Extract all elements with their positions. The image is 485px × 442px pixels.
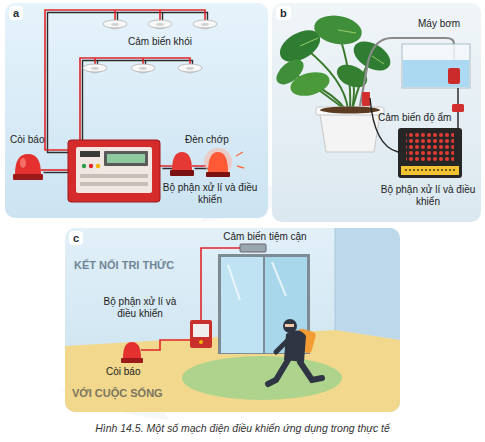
fire-alarm-scene-part-part [115, 10, 160, 20]
intruder-alarm-scene-part [221, 257, 263, 353]
panel-letter: c [69, 231, 83, 245]
intruder-alarm-scene-part [65, 228, 400, 412]
fire-alarm-scene-part [193, 20, 217, 29]
intruder-alarm-scene-part [199, 340, 203, 344]
watering-scene-part [452, 104, 464, 112]
part-label: Bộ phận xử lí và điều khiển [95, 296, 185, 320]
part-label: Bộ phận xử lí và điều khiển [162, 182, 258, 206]
watering-scene-part [401, 166, 459, 175]
fire-alarm-scene-part [170, 170, 194, 176]
fire-alarm-scene-part [13, 174, 43, 180]
fire-alarm-scene-part [80, 174, 148, 178]
intruder-alarm-scene-part [123, 342, 141, 358]
fire-alarm-scene-part [148, 20, 172, 29]
fire-alarm-scene-part-part [45, 10, 205, 150]
intruder-alarm-scene [65, 228, 400, 412]
intruder-alarm-scene-part [193, 324, 209, 337]
intruder-alarm-scene-part [284, 330, 306, 362]
intruder-alarm-scene-part [240, 244, 266, 252]
fire-alarm-scene-part [107, 154, 145, 163]
fire-alarm-scene-part [104, 151, 148, 166]
intruder-alarm-scene-part-part [335, 228, 336, 330]
intruder-alarm-scene-part [182, 356, 342, 400]
fire-alarm-scene-part [83, 64, 107, 73]
intruder-alarm-scene-part [268, 360, 288, 384]
part-label: Còi báo [106, 366, 166, 378]
intruder-alarm-scene-part [228, 262, 286, 300]
watering-scene [272, 3, 481, 222]
fire-alarm-scene-part [103, 20, 127, 29]
watering-scene-part [370, 98, 398, 152]
intruder-alarm-scene-part-part [65, 228, 400, 412]
intruder-alarm-scene-part [300, 362, 322, 380]
watering-scene-part [405, 169, 455, 171]
fire-alarm-scene-part [236, 152, 244, 168]
watering-scene-part [448, 68, 460, 84]
part-label: Đèn chớp [185, 134, 255, 146]
fire-alarm-scene [5, 3, 268, 218]
fire-alarm-scene-part [89, 164, 93, 168]
part-label: Bộ phận xử lí và điều khiển [378, 184, 478, 208]
intruder-alarm-scene-part [285, 324, 294, 327]
fire-alarm-scene-part [206, 172, 230, 177]
part-label: Cảm biến tiệm cận [210, 231, 320, 243]
fire-alarm-scene-part-part [44, 172, 71, 173]
watering-scene-part [362, 92, 370, 106]
part-label: Còi báo [10, 134, 70, 146]
watering-scene-part [406, 131, 454, 161]
watering-scene-part [402, 44, 470, 88]
watering-scene-part [300, 30, 384, 64]
intruder-alarm-scene-part [283, 319, 297, 333]
fire-alarm-scene-part [15, 154, 41, 174]
watering-scene-part [316, 107, 384, 115]
watermark: VỚI CUỘC SỐNG [72, 386, 182, 400]
watering-scene-part [272, 3, 481, 222]
fire-alarm-scene-part-part [41, 169, 68, 171]
fire-alarm-scene-part [80, 182, 148, 186]
fire-alarm-scene-part [20, 158, 26, 168]
scene-panel: c [65, 228, 400, 412]
panel-letter: a [9, 6, 23, 20]
intruder-alarm-scene-part [190, 320, 212, 348]
fire-alarm-scene-part [208, 152, 228, 172]
part-label: Máy bơm [418, 18, 478, 30]
intruder-alarm-scene-part [141, 340, 190, 350]
intruder-alarm-scene-part [201, 248, 240, 320]
intruder-alarm-scene-part [276, 340, 288, 352]
fire-alarm-scene-part [204, 148, 232, 176]
fire-alarm-scene-part [172, 152, 192, 170]
fire-alarm-scene-part [68, 140, 160, 202]
watering-scene-part [398, 128, 462, 178]
fire-alarm-scene-part-part [95, 58, 143, 64]
fire-alarm-scene-part-part [83, 61, 193, 143]
fire-alarm-scene-part [96, 164, 100, 168]
figure-caption: Hình 14.5. Một số mạch điện điều khiển ứ… [0, 422, 485, 435]
fire-alarm-scene-part [80, 151, 100, 157]
watering-scene-part [320, 114, 380, 152]
intruder-alarm-scene-part-part [335, 228, 400, 340]
fire-alarm-scene-part [82, 164, 86, 168]
fire-alarm-scene-part [131, 64, 155, 73]
fire-alarm-scene-part-part [48, 13, 208, 153]
fire-alarm-scene-part [5, 3, 268, 218]
watering-scene-part [403, 60, 469, 87]
part-label: Cảm biến độ ẩm [378, 112, 458, 124]
watering-scene-part [272, 55, 308, 89]
watermark: KẾT NỐI TRI THỨC [74, 258, 200, 272]
panel-letter: b [276, 6, 291, 20]
fire-alarm-scene-part [178, 64, 202, 73]
fire-alarm-scene-part-part [80, 58, 190, 140]
part-label: Cảm biến khói [105, 36, 215, 48]
fire-alarm-scene-part [76, 147, 152, 193]
intruder-alarm-scene-part [121, 358, 143, 363]
